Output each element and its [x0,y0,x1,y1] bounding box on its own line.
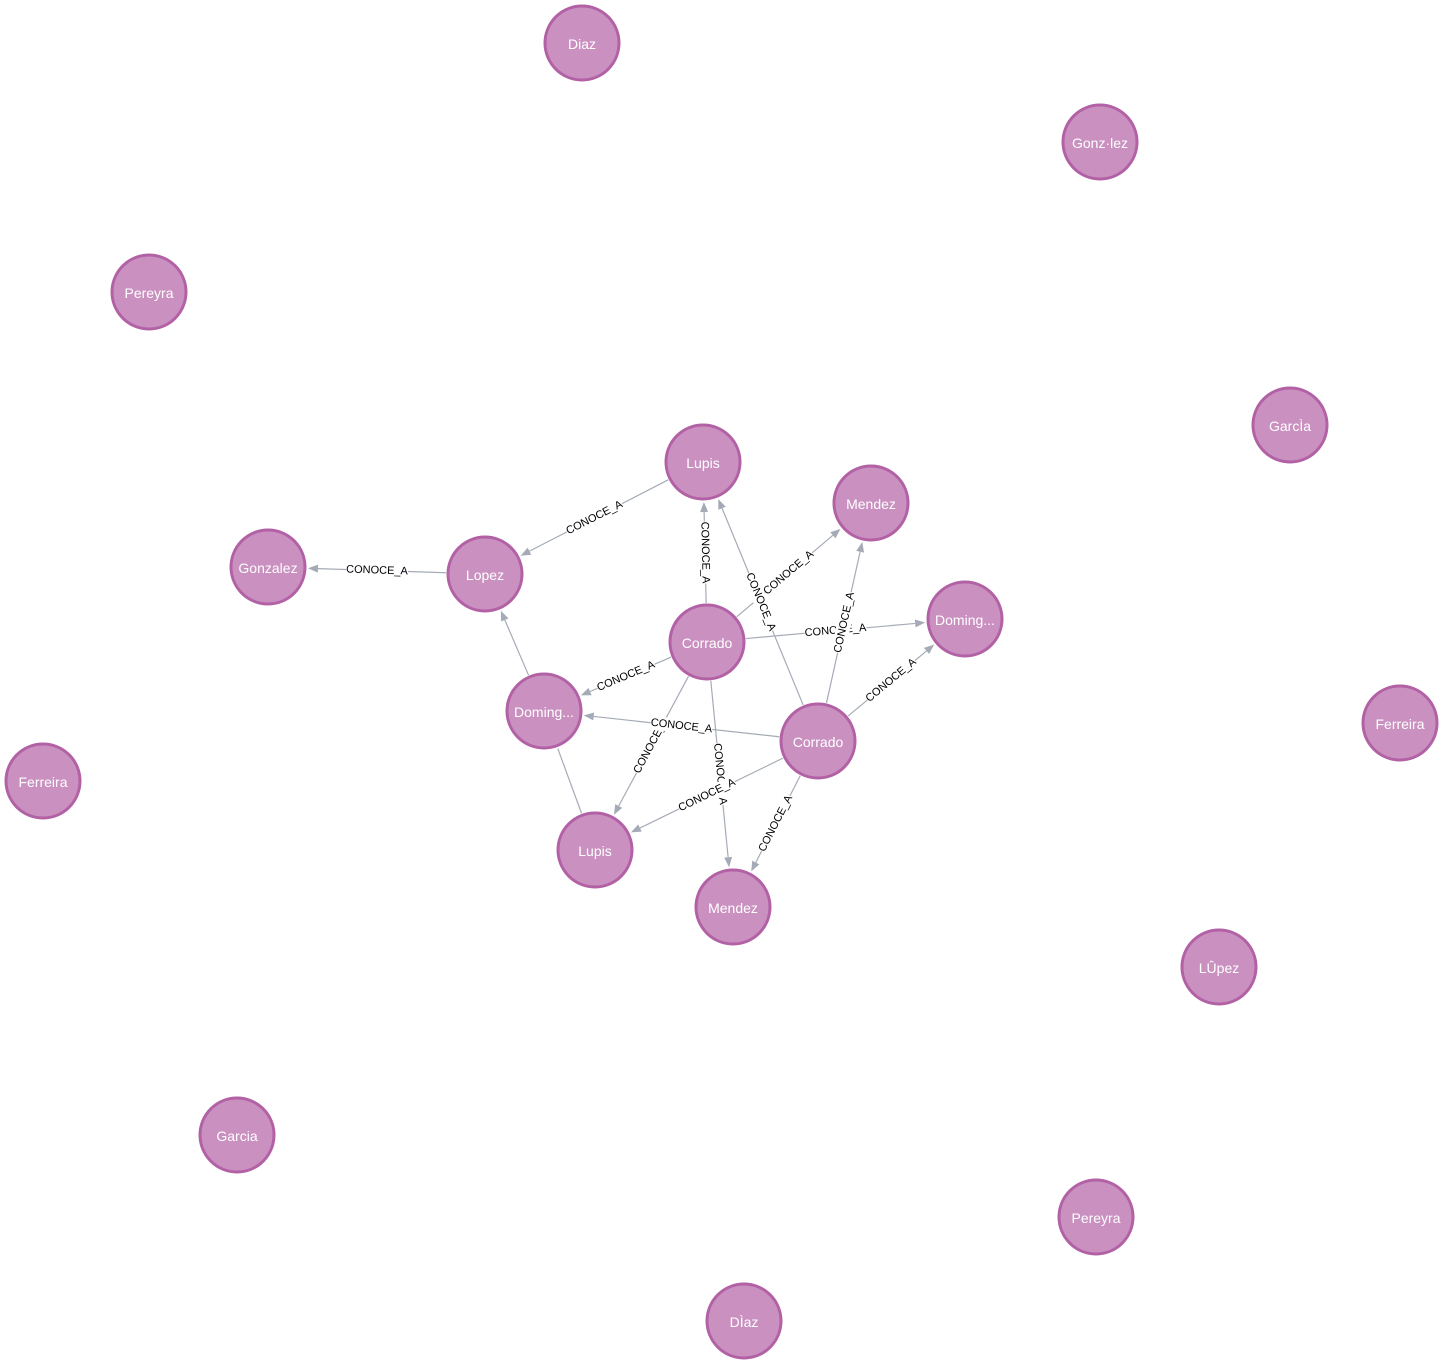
node-circle[interactable] [1061,103,1139,181]
relationship-label-background [830,590,858,655]
node-garcia-b[interactable]: GarcÌa [1251,386,1329,464]
relationship-conoce-a-corrado_b-to-doming_a[interactable]: CONOCE_A [583,712,780,738]
node-lopez[interactable]: Lopez [446,535,524,613]
relationship-conoce-a-corrado_b-to-lupis_b[interactable]: CONOCE_A [630,757,784,833]
node-diaz-b[interactable]: DÌaz [705,1282,783,1360]
node-lupis-b[interactable]: Lupis [556,811,634,889]
arrowhead-icon [914,619,926,628]
node-gonzalez[interactable]: Gonzalez [229,528,307,606]
node-circle[interactable] [694,868,772,946]
relationship-line[interactable] [504,619,530,676]
node-circle[interactable] [926,580,1004,658]
relationship-link-lupis_b-to-doming_a[interactable] [557,748,583,814]
arrowhead-icon [923,644,935,655]
node-circle[interactable] [1251,386,1329,464]
node-circle[interactable] [556,811,634,889]
relationship-label-background [594,657,658,695]
node-corrado-a[interactable]: Corrado [668,603,746,681]
node-mendez-a[interactable]: Mendez [832,464,910,542]
arrowhead-icon [500,610,509,622]
relationship-label-background [649,715,714,737]
node-circle[interactable] [1361,684,1439,762]
node-circle[interactable] [832,464,910,542]
node-circle[interactable] [505,672,583,750]
arrowhead-icon [830,528,841,539]
relationship-label: CONOCE_A [564,498,625,537]
node-diaz[interactable]: Diaz [543,4,621,82]
node-lupis-a[interactable]: Lupis [664,423,742,501]
relationship-conoce-a-lopez-to-gonzalez[interactable]: CONOCE_A [307,562,447,579]
node-pereyra-a[interactable]: Pereyra [110,253,188,331]
relationship-label-background [697,521,713,584]
arrowhead-icon [630,824,642,833]
node-circle[interactable] [446,535,524,613]
arrowhead-icon [613,804,623,815]
arrowhead-icon [700,501,709,513]
relationship-conoce-a-lupis_a-to-lopez[interactable]: CONOCE_A [520,479,669,556]
relationship-link-doming_a-to-lopez[interactable] [500,610,530,676]
relationship-label: CONOCE_A [761,548,816,597]
relationship-conoce-a-corrado_a-to-mendez_b[interactable]: CONOCE_A [709,680,733,868]
node-mendez-b[interactable]: Mendez [694,868,772,946]
arrowhead-icon [856,542,865,553]
relationship-label-background [742,570,779,634]
node-doming-a[interactable]: Doming... [505,672,583,750]
node-circle[interactable] [110,253,188,331]
relationship-label-background [862,655,920,706]
relationship-label: CONOCE_A [864,656,920,705]
node-circle[interactable] [705,1282,783,1360]
relationship-label-background [676,775,738,816]
node-pereyra-b[interactable]: Pereyra [1057,1178,1135,1256]
relationship-label-background [563,497,626,539]
node-garcia[interactable]: Garcia [198,1096,276,1174]
node-circle[interactable] [229,528,307,606]
arrowhead-icon [724,856,733,868]
node-circle[interactable] [543,4,621,82]
node-circle[interactable] [1180,928,1258,1006]
arrowhead-icon [580,687,592,696]
node-lopez-b[interactable]: LÛpez [1180,928,1258,1006]
relationship-conoce-a-corrado_a-to-lupis_a[interactable]: CONOCE_A [697,501,713,604]
relationship-conoce-a-corrado_b-to-lupis_a[interactable]: CONOCE_A [718,498,804,706]
node-circle[interactable] [779,702,857,780]
relationship-label: CONOCE_A [595,658,657,693]
relationship-label-background [345,562,409,579]
node-circle[interactable] [1057,1178,1135,1256]
node-circle[interactable] [664,423,742,501]
node-circle[interactable] [198,1096,276,1174]
arrowhead-icon [718,498,726,510]
relationship-conoce-a-corrado_a-to-lupis_b[interactable]: CONOCE_A [613,676,690,815]
relationship-line[interactable] [557,748,583,814]
relationship-conoce-a-corrado_b-to-mendez_b[interactable]: CONOCE_A [751,775,801,872]
relationship-label: CONOCE_A [346,564,409,578]
node-doming-b[interactable]: Doming... [926,580,1004,658]
nodes-layer: DiazGonz·lezPereyraGarcÌaLupisMendezGonz… [4,4,1439,1360]
node-ferreira-b[interactable]: Ferreira [1361,684,1439,762]
arrowhead-icon [751,860,760,872]
node-gonzlez-b[interactable]: Gonz·lez [1061,103,1139,181]
node-circle[interactable] [668,603,746,681]
arrowhead-icon [307,564,319,573]
relationship-label: CONOCE_A [698,521,711,584]
node-circle[interactable] [4,742,82,820]
arrowhead-icon [583,712,595,721]
relationship-conoce-a-corrado_a-to-doming_a[interactable]: CONOCE_A [580,656,672,696]
arrowhead-icon [520,547,532,556]
node-ferreira-a[interactable]: Ferreira [4,742,82,820]
relationship-label-background [755,792,797,855]
relationship-conoce-a-corrado_b-to-doming_b[interactable]: CONOCE_A [847,644,935,717]
node-corrado-b[interactable]: Corrado [779,702,857,780]
relationship-label: CONOCE_A [756,793,795,854]
relationship-label-background [760,547,817,599]
